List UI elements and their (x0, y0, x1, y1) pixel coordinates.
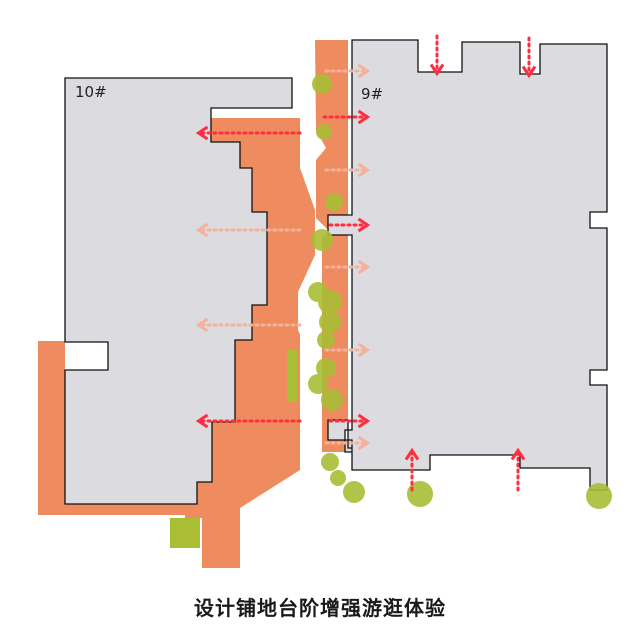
flow-arrows-strong (195, 34, 537, 492)
building-9 (327, 39, 608, 491)
tree (316, 358, 336, 378)
tree (321, 389, 343, 411)
building-10 (64, 77, 293, 505)
trees (308, 74, 612, 509)
building-9-label: 9# (361, 85, 383, 103)
tree (317, 331, 335, 349)
tree (311, 229, 333, 251)
greenery (170, 350, 297, 548)
diagram-caption: 设计铺地台阶增强游逛体验 (194, 596, 446, 620)
building-10-label: 10# (75, 83, 107, 101)
tree (308, 374, 328, 394)
tree (343, 481, 365, 503)
site-plan-diagram: 10# 9# (38, 34, 612, 568)
tree (312, 74, 332, 94)
tree (325, 193, 343, 211)
tree (318, 290, 342, 314)
tree (330, 470, 346, 486)
flow-arrows-soft (195, 63, 371, 451)
tree (319, 311, 341, 333)
green-patch-bottom (170, 518, 200, 548)
tree (586, 483, 612, 509)
tree (316, 124, 332, 140)
tree (407, 481, 433, 507)
green-patch-left (287, 350, 297, 402)
tree (321, 453, 339, 471)
